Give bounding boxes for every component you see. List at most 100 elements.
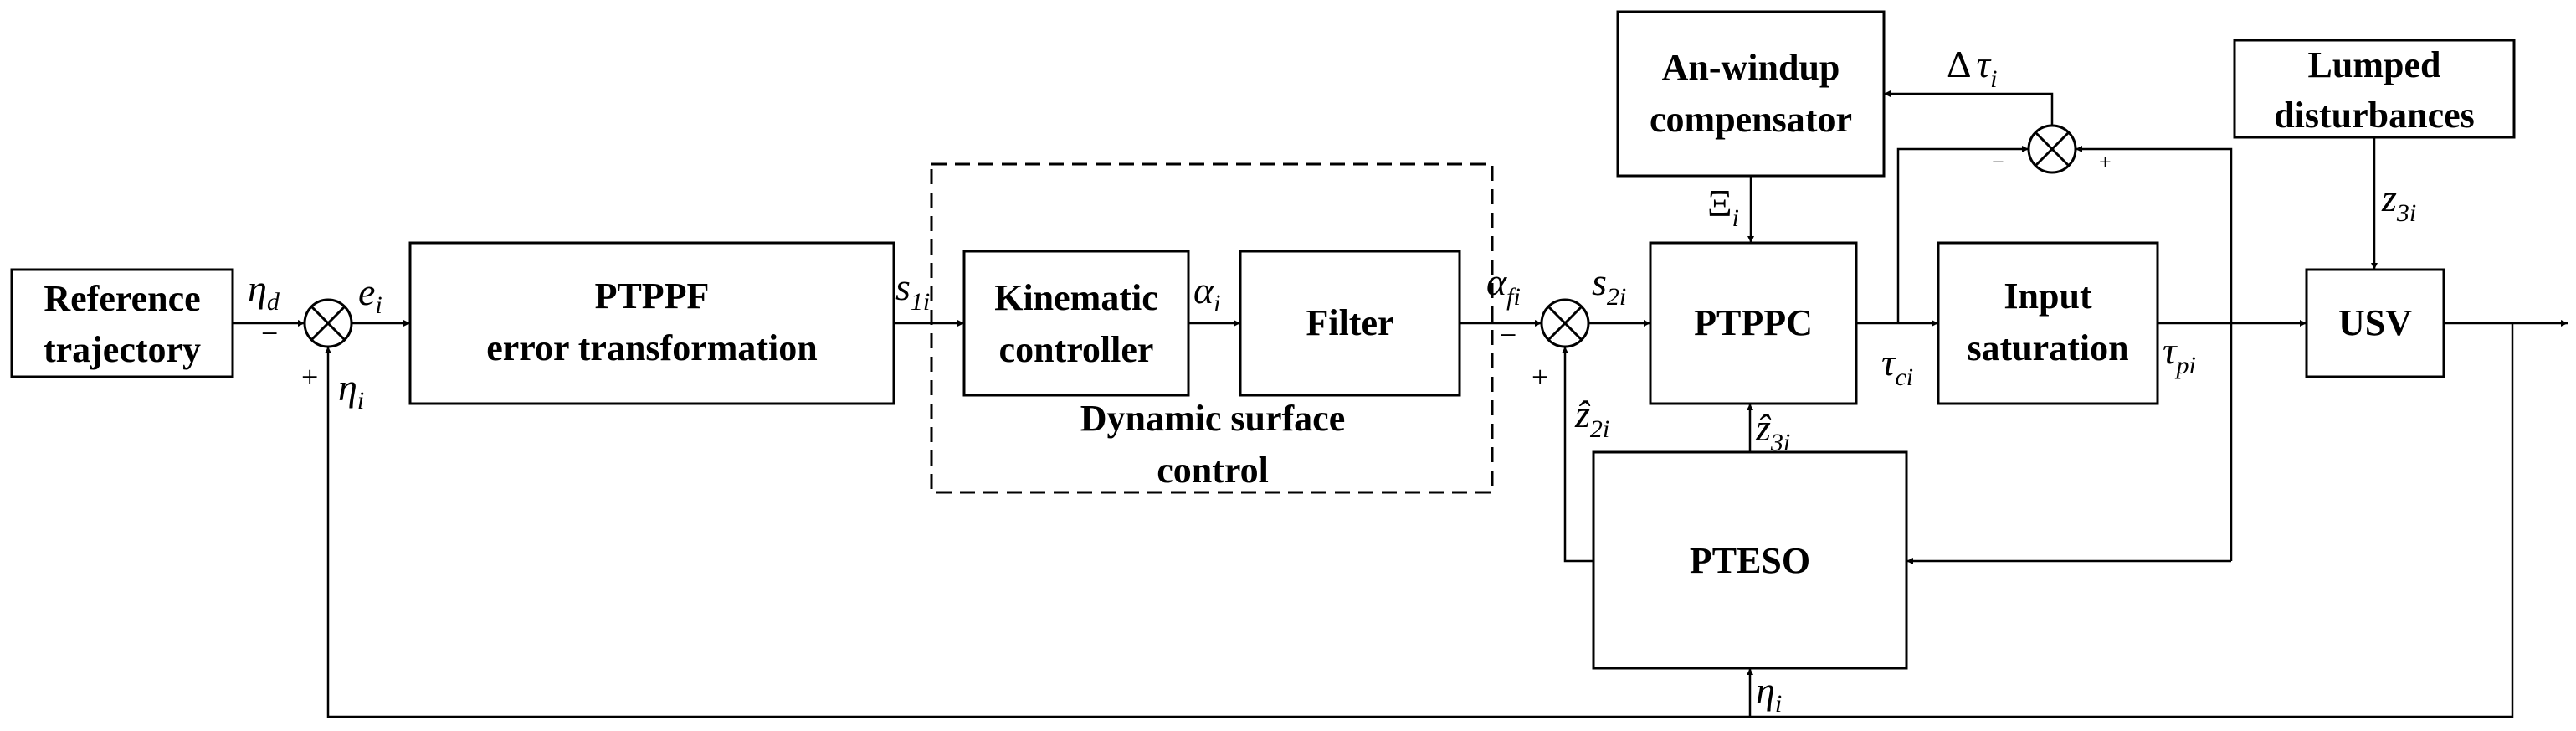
usv-block: USV bbox=[2305, 268, 2445, 378]
z3-sub: 3i bbox=[2396, 199, 2416, 227]
s2-sub: 2i bbox=[1607, 283, 1626, 311]
input-saturation-block: Input saturation bbox=[1937, 241, 2159, 405]
dsc-group: Dynamic surface control bbox=[930, 162, 1494, 494]
filter-block: Filter bbox=[1239, 250, 1461, 397]
kinematic-label-2: controller bbox=[999, 329, 1154, 370]
svg-text:ηi: ηi bbox=[1756, 669, 1782, 718]
eta-d-sub: d bbox=[267, 288, 280, 316]
svg-text:ηi: ηi bbox=[338, 366, 364, 414]
z3-base: z bbox=[2381, 177, 2397, 219]
reference-label-2: trajectory bbox=[44, 329, 201, 370]
svg-text:αfi: αfi bbox=[1486, 260, 1521, 311]
dtau-pre: Δ bbox=[1947, 43, 1972, 85]
summing-junction-2 bbox=[1540, 298, 1590, 348]
reference-label-1: Reference bbox=[44, 278, 200, 319]
sum3-plus: + bbox=[2099, 150, 2112, 174]
e-i-sub: i bbox=[375, 291, 382, 319]
signal-eta-eso: ηi bbox=[1756, 669, 1782, 718]
svg-text:τci: τci bbox=[1881, 341, 1913, 391]
lumped-label-1: Lumped bbox=[2308, 44, 2441, 85]
svg-text:ẑ3i: ẑ3i bbox=[1755, 406, 1790, 456]
zhat2-sub: 2i bbox=[1590, 415, 1609, 443]
dtau-sub: i bbox=[1990, 65, 1997, 93]
alpha-f-base: α bbox=[1486, 260, 1507, 303]
tau-p-base: τ bbox=[2163, 329, 2178, 372]
usv-label: USV bbox=[2338, 302, 2412, 343]
dsc-caption-1: Dynamic surface bbox=[1080, 398, 1346, 439]
reference-trajectory-block: Reference trajectory bbox=[10, 268, 234, 378]
antiwindup-compensator-block: An-windup compensator bbox=[1616, 10, 1886, 178]
eta-eso-sub: i bbox=[1775, 690, 1782, 718]
alpha-base: α bbox=[1193, 269, 1214, 311]
sum1-minus: − bbox=[261, 317, 278, 350]
svg-text:s1i: s1i bbox=[895, 265, 930, 316]
signal-tau-p: τpi bbox=[2163, 329, 2196, 379]
ptppf-label-1: PTPPF bbox=[595, 275, 710, 317]
eta-d-base: η bbox=[248, 267, 267, 310]
svg-text:Δτi: Δτi bbox=[1947, 43, 1997, 93]
input-sat-label-1: Input bbox=[2004, 275, 2092, 317]
zhat2-base: ẑ bbox=[1574, 393, 1591, 435]
svg-text:Ξi: Ξi bbox=[1707, 182, 1739, 232]
svg-text:s2i: s2i bbox=[1592, 260, 1626, 311]
svg-text:z3i: z3i bbox=[2381, 177, 2416, 227]
eta-eso-base: η bbox=[1756, 669, 1775, 712]
signal-tau-c: τci bbox=[1881, 341, 1913, 391]
eta-fb-base: η bbox=[338, 366, 357, 409]
ptppf-block: PTPPF error transformation bbox=[408, 241, 895, 405]
zhat3-base: ẑ bbox=[1755, 406, 1772, 449]
dsc-caption-2: control bbox=[1157, 450, 1269, 491]
alpha-sub: i bbox=[1214, 290, 1220, 317]
ptppf-label-2: error transformation bbox=[486, 327, 817, 368]
ptppc-block: PTPPC bbox=[1649, 241, 1858, 405]
summing-junction-1 bbox=[303, 298, 353, 348]
signal-z3: z3i bbox=[2381, 177, 2416, 227]
lumped-disturbances-block: Lumped disturbances bbox=[2233, 39, 2516, 139]
eta-fb-sub: i bbox=[357, 387, 364, 414]
zhat3-sub: 3i bbox=[1770, 429, 1790, 456]
pteso-label: PTESO bbox=[1690, 540, 1810, 581]
sum1-plus: + bbox=[301, 360, 318, 394]
signal-wires bbox=[233, 90, 2568, 718]
tau-p-sub: pi bbox=[2174, 352, 2195, 379]
signal-s1: s1i bbox=[895, 265, 930, 316]
signal-zhat2: ẑ2i bbox=[1574, 393, 1609, 443]
tau-c-base: τ bbox=[1881, 341, 1896, 384]
antiwindup-label-2: compensator bbox=[1650, 99, 1852, 140]
kinematic-controller-block: Kinematic controller bbox=[962, 250, 1190, 397]
lumped-label-2: disturbances bbox=[2274, 95, 2475, 136]
sum2-plus: + bbox=[1532, 360, 1548, 394]
signal-eta-d: ηd bbox=[248, 267, 280, 316]
s1-base: s bbox=[895, 265, 911, 308]
signal-xi: Ξi bbox=[1707, 182, 1739, 232]
xi-sub: i bbox=[1732, 204, 1739, 232]
e-i-base: e bbox=[358, 270, 375, 313]
signal-eta-feedback: ηi bbox=[338, 366, 364, 414]
svg-text:ηd: ηd bbox=[248, 267, 280, 316]
svg-text:τpi: τpi bbox=[2163, 329, 2196, 379]
svg-text:αi: αi bbox=[1193, 269, 1221, 317]
alpha-f-sub: fi bbox=[1506, 283, 1521, 311]
ptppc-label: PTPPC bbox=[1694, 302, 1813, 343]
s1-sub: 1i bbox=[911, 288, 930, 316]
filter-label: Filter bbox=[1306, 302, 1393, 343]
sum3-minus: − bbox=[1992, 150, 2004, 174]
dtau-base: τ bbox=[1977, 43, 1992, 85]
xi-base: Ξ bbox=[1707, 182, 1732, 224]
signal-alpha: αi bbox=[1193, 269, 1221, 317]
signal-e-i: ei bbox=[358, 270, 382, 319]
summing-junction-3 bbox=[2027, 124, 2077, 174]
svg-text:ei: ei bbox=[358, 270, 382, 319]
pteso-block: PTESO bbox=[1592, 450, 1908, 670]
sum2-minus: − bbox=[1500, 318, 1516, 352]
antiwindup-label-1: An-windup bbox=[1662, 47, 1840, 88]
s2-base: s bbox=[1592, 260, 1607, 303]
svg-text:ẑ2i: ẑ2i bbox=[1574, 393, 1609, 443]
kinematic-label-1: Kinematic bbox=[994, 277, 1158, 318]
tau-c-sub: ci bbox=[1895, 363, 1913, 391]
signal-s2: s2i bbox=[1592, 260, 1626, 311]
signal-alpha-f: αfi bbox=[1486, 260, 1521, 311]
signal-zhat3: ẑ3i bbox=[1755, 406, 1790, 456]
